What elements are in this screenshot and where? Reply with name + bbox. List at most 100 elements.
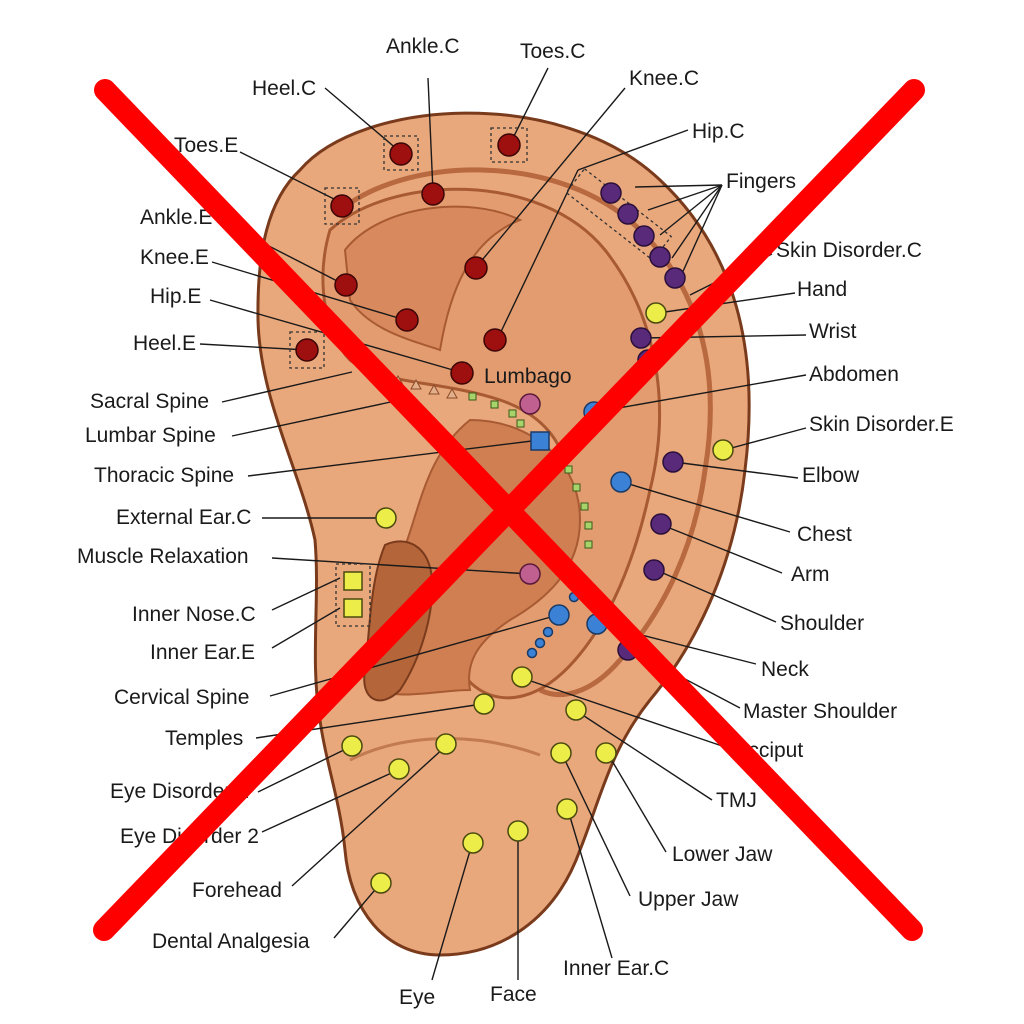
label-cervical-spine: Cervical Spine	[114, 686, 249, 709]
label-fingers: Fingers	[726, 170, 796, 193]
spine-square	[584, 540, 593, 549]
spine-square	[508, 409, 517, 418]
spine-square	[580, 502, 589, 511]
cervical-dot-3	[526, 647, 538, 659]
forehead-point	[435, 733, 457, 755]
heel-c-box	[383, 135, 419, 171]
pink-points	[519, 393, 541, 585]
label-lumbar-spine: Lumbar Spine	[85, 424, 216, 447]
cervical-dot-1	[542, 626, 554, 638]
yellow-squares	[343, 571, 363, 618]
eye-disorder-1-point	[341, 735, 363, 757]
sacral-triangle	[446, 387, 458, 399]
ankle-c-point	[421, 182, 445, 206]
eye-disorder-2-point	[388, 758, 410, 780]
label-wrist: Wrist	[809, 320, 857, 343]
fingers-box	[565, 167, 673, 262]
thoracic-spine-point	[530, 431, 550, 451]
yellow-points	[341, 302, 734, 894]
sacral-triangle	[410, 378, 422, 390]
inner-ear-e-point	[343, 598, 363, 618]
label-skin-disorder-e: Skin Disorder.E	[809, 413, 954, 436]
arm-point	[650, 513, 672, 535]
label-knee-e: Knee.E	[140, 246, 209, 269]
spine-square	[584, 521, 593, 530]
label-ankle-e: Ankle.E	[140, 206, 212, 229]
ear-illustration	[256, 111, 751, 957]
label-forehead: Forehead	[192, 879, 282, 902]
label-ankle-c: Ankle.C	[386, 35, 460, 58]
label-sacral-spine: Sacral Spine	[90, 390, 209, 413]
label-lower-jaw: Lower Jaw	[672, 843, 773, 866]
upper-jaw-point	[550, 742, 572, 764]
cross-stroke-2	[93, 79, 925, 941]
hand-point	[645, 302, 667, 324]
eye-point	[462, 832, 484, 854]
spine-square	[468, 392, 477, 401]
ear-triangular-fossa	[343, 205, 523, 352]
heel-c-point	[389, 142, 413, 166]
label-eye: Eye	[399, 986, 435, 1009]
leader-lines	[199, 67, 807, 981]
label-master-shoulder: Master Shoulder	[743, 700, 897, 723]
labels: Ankle.C Toes.C Heel.C Knee.C Hip.C Toes.…	[77, 35, 954, 1009]
spine-square	[516, 419, 525, 428]
spine-square	[564, 465, 573, 474]
toes-e-point	[330, 194, 354, 218]
label-inner-ear-c: Inner Ear.C	[563, 957, 669, 980]
label-knee-c: Knee.C	[629, 67, 699, 90]
inner-nose-c-point	[343, 571, 363, 591]
sacral-triangle	[428, 383, 440, 395]
heel-e-point	[295, 338, 319, 362]
temples-point	[473, 693, 495, 715]
label-upper-jaw: Upper Jaw	[638, 888, 739, 911]
label-hip-e: Hip.E	[150, 285, 201, 308]
face-point	[507, 820, 529, 842]
spine-square	[572, 483, 581, 492]
label-shoulder: Shoulder	[780, 612, 864, 635]
wrist-point	[630, 327, 652, 349]
hip-c-point	[483, 328, 507, 352]
label-inner-nose-c: Inner Nose.C	[132, 603, 256, 626]
label-abdomen: Abdomen	[809, 363, 899, 386]
label-muscle-relaxation: Muscle Relaxation	[77, 545, 249, 568]
inner-ear-c-point	[556, 798, 578, 820]
label-dental-analgesia: Dental Analgesia	[152, 930, 310, 953]
label-heel-c: Heel.C	[252, 77, 316, 100]
label-hand: Hand	[797, 278, 847, 301]
label-hip-c: Hip.C	[692, 120, 745, 143]
skin-disorder-e-point	[712, 439, 734, 461]
hip-e-point	[395, 308, 419, 332]
label-skin-disorder-c: Skin Disorder.C	[776, 239, 922, 262]
toes-c-point	[497, 133, 521, 157]
label-eye-disorder-1: Eye Disorder 1	[110, 780, 249, 803]
label-tmj: TMJ	[716, 789, 757, 812]
label-toes-e: Toes.E	[174, 134, 238, 157]
chest-point	[610, 471, 632, 493]
point-boxes	[289, 127, 673, 627]
muscle-relaxation-point	[519, 563, 541, 585]
ankle-e-point	[334, 273, 358, 297]
spine-square	[490, 400, 499, 409]
cervical-dot-2	[534, 637, 546, 649]
label-thoracic-spine: Thoracic Spine	[94, 464, 234, 487]
red-points	[295, 133, 521, 385]
lumbar-spine-point	[519, 393, 541, 415]
finger-point-4	[649, 246, 671, 268]
lower-jaw-point	[595, 742, 617, 764]
finger-point-1	[600, 182, 622, 204]
label-elbow: Elbow	[802, 464, 860, 487]
knee-c-point	[464, 256, 488, 280]
finger-point-5	[664, 267, 686, 289]
label-temples: Temples	[165, 727, 243, 750]
label-neck: Neck	[761, 658, 809, 681]
external-ear-c-point	[375, 507, 397, 529]
shoulder-point	[643, 559, 665, 581]
heel-e-box	[289, 331, 325, 369]
red-x-cross-icon	[93, 79, 925, 941]
dental-analgesia-point	[370, 872, 392, 894]
occiput-point	[511, 666, 533, 688]
elbow-point	[662, 451, 684, 473]
cervical-spine-point	[548, 604, 570, 626]
